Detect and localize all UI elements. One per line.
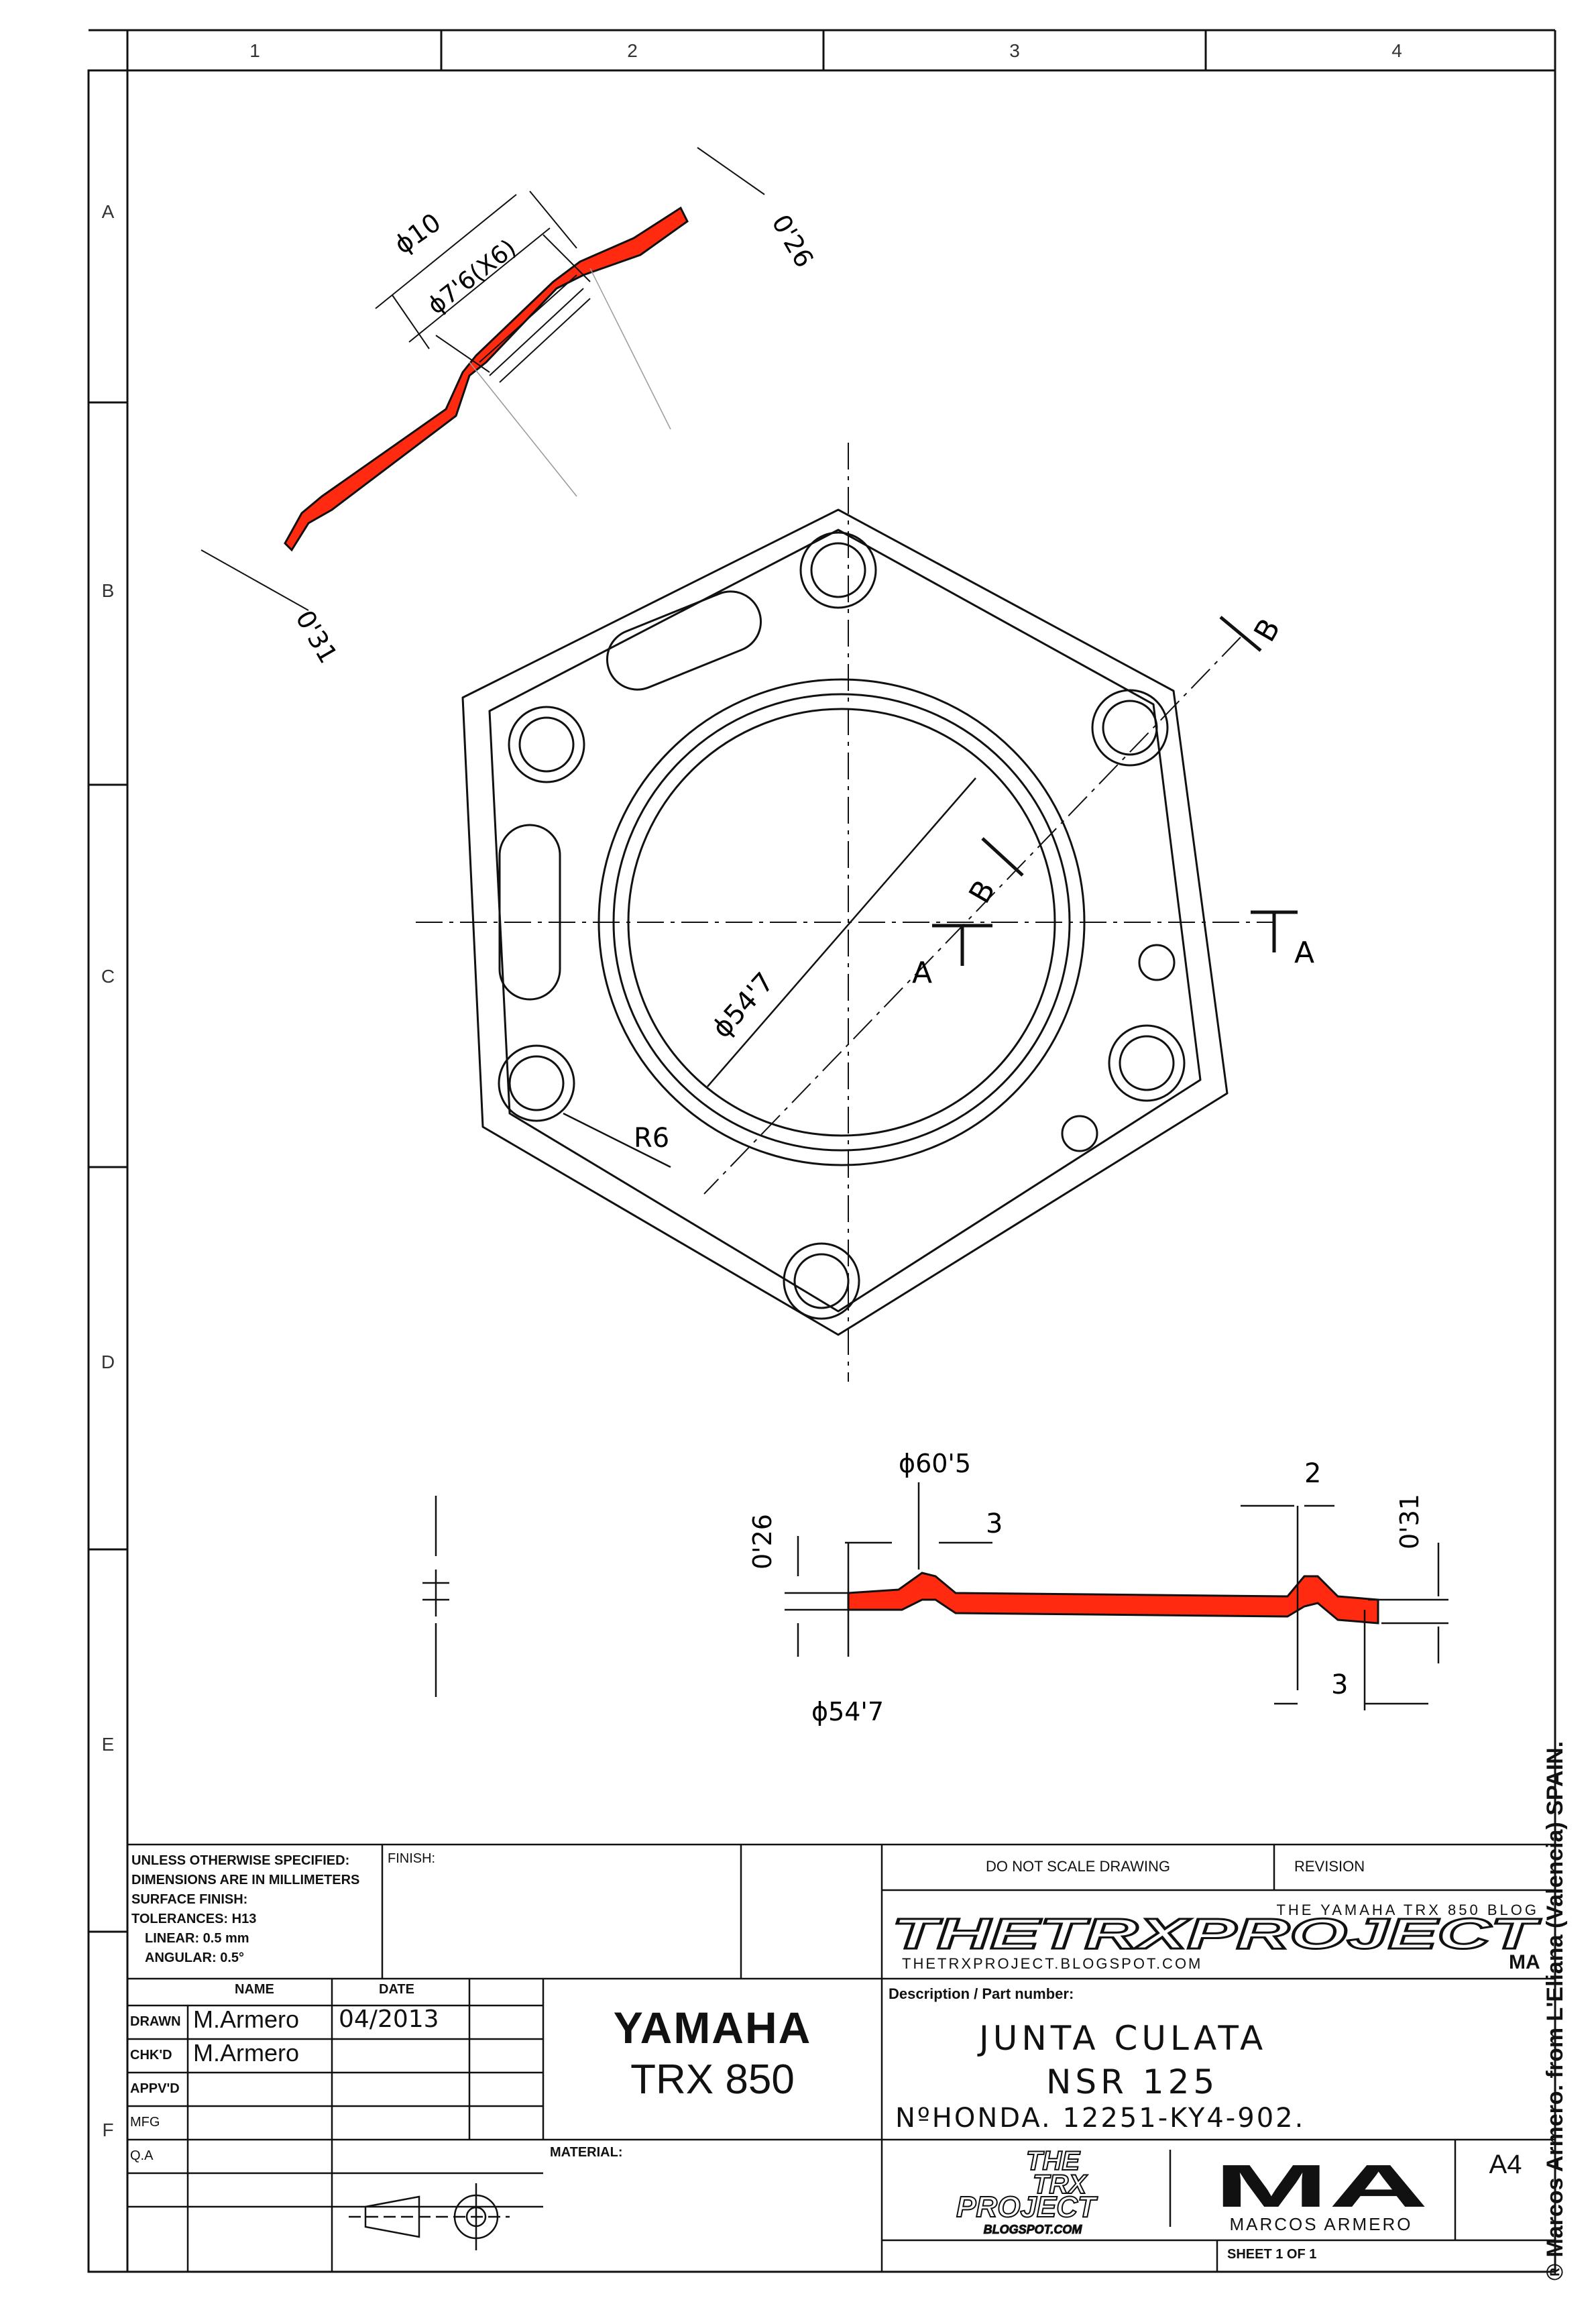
column-label: 2 (627, 40, 638, 61)
logo-trx-small: THE TRX PROJECT BLOGSPOT.COM (956, 2146, 1098, 2237)
title-block-grid (127, 1843, 1555, 2272)
stud-hole (810, 542, 866, 598)
brand-url: THETRXPROJECT.BLOGSPOT.COM (902, 1955, 1202, 1972)
svg-text:PROJECT: PROJECT (956, 2191, 1098, 2223)
dim-w2: 2 (1304, 1458, 1321, 1489)
profile-highlight (284, 206, 689, 552)
material-label: MATERIAL: (550, 2145, 623, 2160)
dim-d76: ϕ7'6(X6) (422, 234, 521, 320)
date-header: DATE (379, 1982, 414, 1997)
row-approved: APPV'D (130, 2081, 180, 2096)
drawn-date: 04/2013 (339, 2005, 439, 2033)
row-checked: CHK'D (130, 2048, 172, 2063)
dim-w3-right: 3 (1331, 1669, 1348, 1700)
checked-by-name: M.Armero (193, 2039, 300, 2067)
brand-mark: MA (1509, 1951, 1540, 1973)
dim-d605: ϕ60'5 (899, 1449, 971, 1478)
stud-hole (508, 1055, 565, 1111)
row-label: F (102, 2120, 113, 2140)
dim-t026-section: 0'26 (748, 1514, 777, 1570)
brand-tagline: THE YAMAHA TRX 850 BLOG (1276, 1902, 1539, 1918)
gasket-outline-outer (461, 508, 1229, 1336)
finish-label: FINISH: (388, 1851, 436, 1866)
stud-hole (518, 716, 575, 773)
water-slot (498, 824, 561, 1001)
row-label: E (102, 1734, 115, 1755)
dim-t026: 0'26 (766, 210, 819, 273)
description-line-1: JUNTA CULATA (979, 2019, 1267, 2058)
row-label: B (102, 580, 115, 601)
brand-banner: THE YAMAHA TRX 850 BLOG THETRXPROJECT TH… (891, 1902, 1542, 1973)
water-slot (606, 590, 762, 691)
stud-hole (793, 1253, 850, 1309)
column-label: 1 (249, 40, 260, 61)
row-label: A (102, 201, 115, 222)
column-label: 4 (1391, 40, 1402, 61)
row-mfg: MFG (130, 2115, 160, 2130)
general-notes: UNLESS OTHERWISE SPECIFIED: DIMENSIONS A… (131, 1853, 360, 1965)
projection-symbol-icon (349, 2183, 510, 2250)
dowel-hole (1138, 944, 1176, 981)
drawing-frame (87, 29, 1556, 2273)
svg-text:MARCOS ARMERO: MARCOS ARMERO (1229, 2214, 1412, 2234)
dim-d547-line (707, 777, 976, 1087)
description-line-3: NºHONDA. 12251-KY4-902. (895, 2103, 1306, 2134)
brand-logo: THETRXPROJECT (892, 1910, 1541, 1958)
dim-t031-section: 0'31 (1395, 1494, 1424, 1549)
row-drawn: DRAWN (130, 2014, 181, 2029)
section-label-b: B (1247, 613, 1287, 648)
row-label: C (101, 966, 115, 987)
logo-marcos-armero: MA MARCOS ARMERO (1214, 2153, 1428, 2234)
drawn-by-name: M.Armero (193, 2005, 300, 2033)
svg-text:TRX: TRX (1033, 2170, 1088, 2199)
model-name: TRX 850 (630, 2056, 795, 2103)
model-make: YAMAHA (613, 2003, 812, 2052)
svg-text:THE: THE (1026, 2146, 1080, 2176)
dim-d547-section: ϕ54'7 (811, 1697, 884, 1726)
section-markers (932, 616, 1298, 966)
section-highlight (847, 1572, 1379, 1625)
dim-w3-left: 3 (986, 1508, 1003, 1539)
name-header: NAME (235, 1982, 274, 1997)
dim-t031: 0'31 (290, 606, 343, 669)
r6-leader (563, 1112, 671, 1168)
author-credit: ® Marcos Armero. from L'Eliana (Valencia… (1542, 1741, 1568, 2280)
stud-hole (1102, 700, 1158, 756)
row-qa: Q.A (130, 2148, 154, 2163)
description-line-2: NSR 125 (1046, 2063, 1219, 2101)
row-label: D (101, 1352, 115, 1372)
gasket-outline-inner (488, 529, 1202, 1313)
dim-r6: R6 (634, 1123, 669, 1154)
gasket-plan-view: ϕ54'7 R6 A A B B (416, 443, 1314, 1382)
svg-text:MA: MA (1214, 2153, 1428, 2220)
section-label-b: B (962, 875, 1002, 910)
detail-profile-view: ϕ10 ϕ7'6(X6) 0'26 0'31 (201, 147, 819, 669)
svg-text:BLOGSPOT.COM: BLOGSPOT.COM (984, 2223, 1083, 2236)
section-a-view: ϕ60'5 ϕ54'7 0'26 0'31 3 2 3 (422, 1449, 1448, 1726)
symmetry-mark (422, 1496, 449, 1697)
dim-d547: ϕ54'7 (706, 967, 780, 1044)
revision-label: REVISION (1294, 1858, 1365, 1875)
description-label: Description / Part number: (889, 1985, 1074, 2002)
column-label: 3 (1009, 40, 1020, 61)
section-label-a: A (912, 956, 932, 990)
dim-d10: ϕ10 (389, 207, 446, 260)
section-label-a: A (1294, 936, 1314, 970)
do-not-scale-note: DO NOT SCALE DRAWING (985, 1858, 1171, 1875)
stud-hole (1119, 1035, 1175, 1091)
sheet-size: A4 (1489, 2150, 1522, 2179)
sheet-number: SHEET 1 OF 1 (1227, 2247, 1317, 2262)
section-line-b (703, 637, 1241, 1195)
zone-labels: 1 2 3 4 A B C D E F (101, 40, 1402, 2140)
dowel-hole (1061, 1115, 1098, 1152)
